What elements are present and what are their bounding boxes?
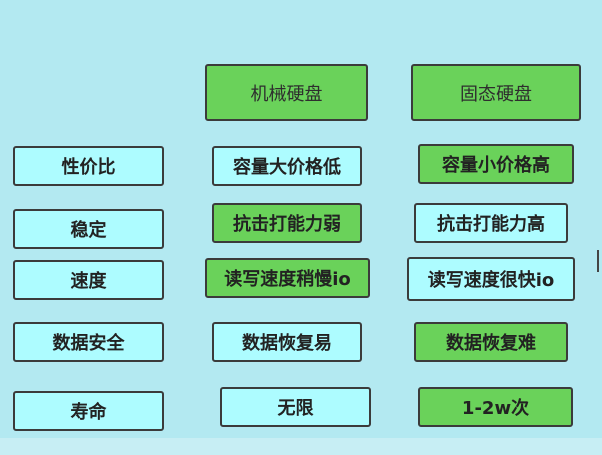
cell-ssd-data-security: 数据恢复难 xyxy=(414,322,568,362)
cell-ssd-speed: 读写速度很快io xyxy=(407,257,575,301)
cell-hdd-data-security: 数据恢复易 xyxy=(212,322,362,362)
cell-ssd-lifespan: 1-2w次 xyxy=(418,387,573,427)
row-label-data-security: 数据安全 xyxy=(13,322,164,362)
cell-ssd-price: 容量小价格高 xyxy=(418,144,574,184)
header-ssd: 固态硬盘 xyxy=(411,64,581,121)
cell-hdd-price: 容量大价格低 xyxy=(212,146,362,186)
bottom-band xyxy=(0,438,602,455)
row-label-stability: 稳定 xyxy=(13,209,164,249)
cell-hdd-lifespan: 无限 xyxy=(220,387,371,427)
partial-edge-box xyxy=(597,250,602,272)
row-label-speed: 速度 xyxy=(13,260,164,300)
cell-ssd-stability: 抗击打能力高 xyxy=(414,203,568,243)
row-label-price: 性价比 xyxy=(13,146,164,186)
row-label-lifespan: 寿命 xyxy=(13,391,164,431)
cell-hdd-stability: 抗击打能力弱 xyxy=(212,203,362,243)
header-hdd: 机械硬盘 xyxy=(205,64,368,121)
cell-hdd-speed: 读写速度稍慢io xyxy=(205,258,370,298)
